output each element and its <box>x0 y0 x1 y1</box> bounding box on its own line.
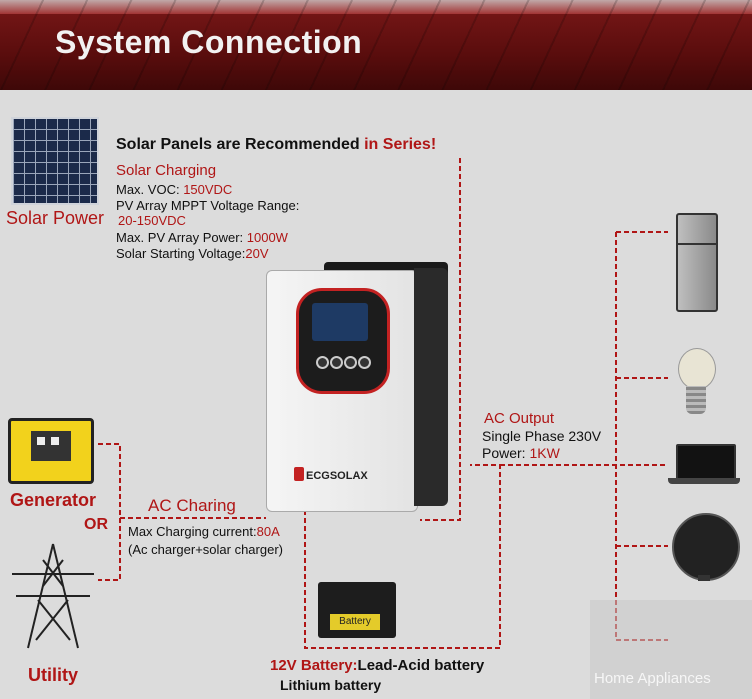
recommend-main: Solar Panels are Recommended <box>116 136 365 153</box>
inverter-screen <box>312 303 368 341</box>
header-banner <box>0 0 752 90</box>
ac-input-wire <box>98 443 121 581</box>
fan-stand <box>698 575 710 581</box>
brand-logo-icon <box>294 467 304 481</box>
utility-label: Utility <box>28 665 79 685</box>
light-bulb-icon <box>678 348 716 390</box>
bulb-base <box>686 386 706 414</box>
solar-line-4: Solar Starting Voltage:20V <box>116 246 269 261</box>
power-tower-icon <box>12 543 94 649</box>
battery-title: 12V Battery:Lead-Acid battery <box>270 657 485 674</box>
or-label: OR <box>84 516 108 533</box>
banner-top-strip <box>0 0 752 14</box>
ac-charging-title: AC Charing <box>148 496 236 515</box>
solar-panel-icon <box>11 117 99 205</box>
battery-line2: Lithium battery <box>280 677 382 693</box>
ac-output-title: AC Output <box>484 410 555 427</box>
home-appliances-label: Home Appliances <box>594 670 711 687</box>
solar-power-label: Solar Power <box>6 208 105 228</box>
solar-line-3: Max. PV Array Power: 1000W <box>116 230 288 245</box>
battery-label: Battery <box>330 614 380 630</box>
inverter-button-4 <box>358 356 371 369</box>
ac-charging-line1: Max Charging current:80A <box>128 524 280 539</box>
generator-icon <box>8 418 94 484</box>
solar-line-1: PV Array MPPT Voltage Range: <box>116 198 300 213</box>
inverter-button-1 <box>316 356 329 369</box>
solar-line-2: 20-150VDC <box>118 213 186 228</box>
blurred-appliances <box>590 600 752 699</box>
ac-output-line1: Single Phase 230V <box>482 428 602 444</box>
laptop-base <box>668 478 740 484</box>
fan-icon <box>672 513 740 581</box>
solar-charging-title: Solar Charging <box>116 162 217 179</box>
banner-roof-texture <box>0 0 752 90</box>
inverter-button-3 <box>344 356 357 369</box>
solar-wire <box>420 158 461 521</box>
generator-label: Generator <box>10 490 97 510</box>
solar-line-0: Max. VOC: 150VDC <box>116 182 233 197</box>
ac-charging-line2: (Ac charger+solar charger) <box>128 542 283 557</box>
page-title: System Connection <box>55 24 363 60</box>
laptop-icon <box>676 444 736 482</box>
recommend-text: Solar Panels are Recommended in Series! <box>116 136 436 154</box>
inverter-brand: ECGSOLAX <box>306 470 368 482</box>
inverter-side <box>414 268 448 506</box>
ac-output-line2: Power: 1KW <box>482 445 560 461</box>
fridge-icon <box>676 213 718 312</box>
battery-wire <box>304 464 501 649</box>
inverter-button-2 <box>330 356 343 369</box>
recommend-highlight: in Series! <box>364 136 437 153</box>
